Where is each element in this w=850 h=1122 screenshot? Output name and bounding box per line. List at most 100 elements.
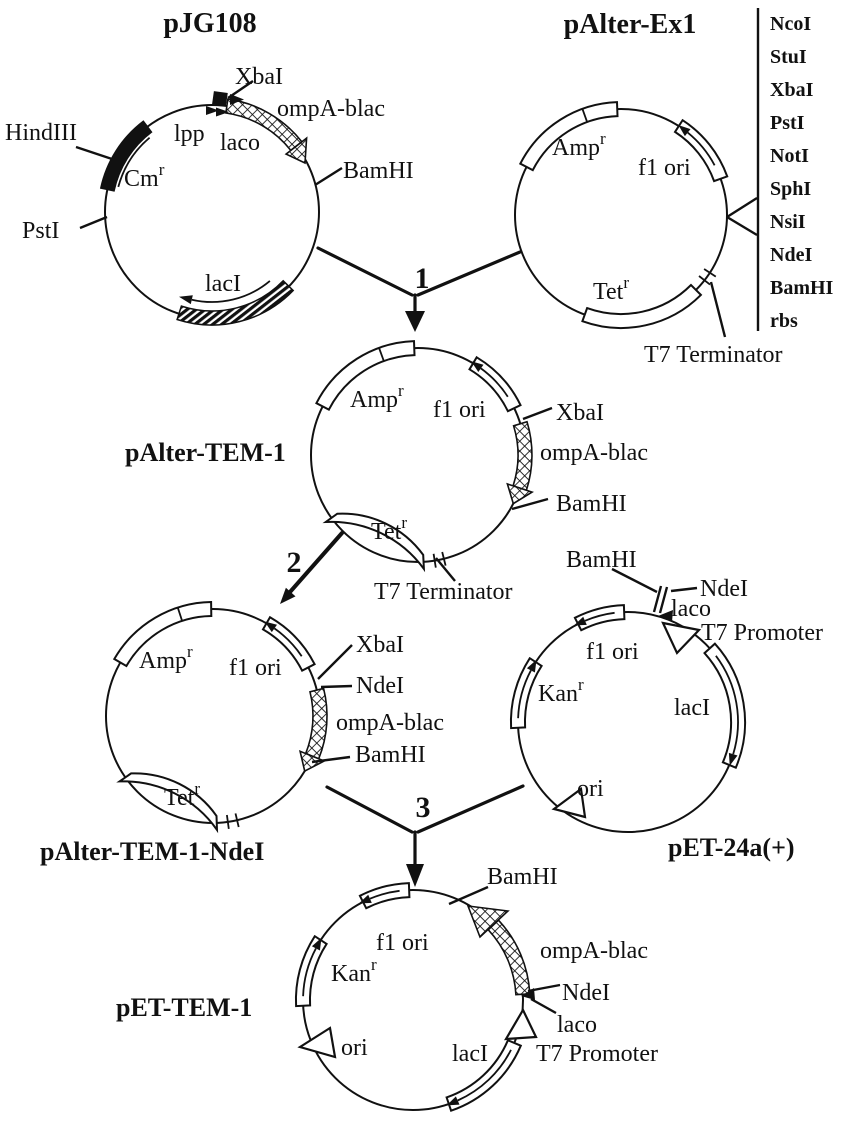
- pet-tem1-laco-label: laco: [557, 1012, 597, 1038]
- pet24a-bamhi-label: BamHI: [566, 547, 637, 573]
- pjg108-psti-label: PstI: [22, 218, 59, 244]
- pjg108-laci-label: lacI: [205, 271, 241, 297]
- step-3-arrow: 3: [325, 784, 525, 887]
- pet-tem1-title: pET-TEM-1: [116, 993, 252, 1022]
- palter-tem1-title: pAlter-TEM-1: [125, 438, 286, 467]
- pjg108-laci-direction-arc: [191, 280, 271, 303]
- pet24a-kanr-arrowhead: [526, 659, 537, 673]
- palter-tem1-t7-terminator-ticks: [432, 551, 447, 568]
- plasmid-palter-ex1: pAlter-Ex1 Ampr f1 ori Tetr T7 Terminato…: [514, 8, 834, 368]
- pet-tem1-laci-direction-arc: [457, 1049, 512, 1102]
- plasmid-palter-tem1: pAlter-TEM-1 Ampr f1 ori XbaI ompA-blac …: [125, 340, 648, 605]
- palter-ex1-title: pAlter-Ex1: [564, 9, 697, 40]
- palter-tem1-ompa-blac-arrowhead: [506, 482, 534, 505]
- pet-tem1-ompa-blac-arrowhead: [466, 905, 510, 939]
- mcs-site-rbs: rbs: [770, 310, 798, 332]
- plasmid-palter-tem1-ndei: pAlter-TEM-1-NdeI Ampr f1 ori XbaI NdeI …: [40, 600, 444, 866]
- pjg108-laco-label: laco: [220, 130, 260, 156]
- pet24a-laci-gene-band: [703, 642, 747, 770]
- mcs-site-stui: StuI: [770, 46, 807, 68]
- pjg108-laco-operator-mark: [230, 94, 244, 105]
- palter-ex1-f1ori-direction-arc: [687, 131, 716, 166]
- pet-tem1-laco-pointer: [530, 997, 557, 1015]
- pjg108-laci-gene-band: [176, 279, 295, 326]
- pet24a-ndei-label: NdeI: [700, 576, 748, 602]
- palter-tem1-ndei-bamhi-pointer: [311, 755, 351, 764]
- pet-tem1-kanr-label: Kanr: [331, 955, 377, 987]
- plasmid-pet24a: pET-24a(+) BamHI NdeI laco T7 Promoter f…: [509, 547, 823, 862]
- step-1-number: 1: [415, 262, 430, 295]
- palter-tem1-ndei-ampr-label: Ampr: [139, 642, 193, 674]
- palter-ex1-f1ori-band: [673, 118, 729, 183]
- pet-tem1-t7-promoter-label: T7 Promoter: [536, 1041, 658, 1067]
- pet24a-ori-label: ori: [577, 776, 604, 802]
- pet-tem1-f1ori-label: f1 ori: [376, 930, 429, 956]
- plasmid-pjg108: pJG108 HindIII PstI Cmr lpp laco XbaI om…: [5, 8, 414, 326]
- pjg108-ompa-blac-label: ompA-blac: [277, 96, 385, 122]
- pet-tem1-ori-label: ori: [341, 1035, 368, 1061]
- mcs-site-xbai: XbaI: [770, 79, 814, 101]
- palter-tem1-ndei-f1ori-band: [261, 615, 316, 672]
- palter-tem1-bamhi-pointer: [511, 497, 549, 511]
- pjg108-hindiii-label: HindIII: [5, 120, 77, 146]
- pet24a-f1ori-direction-arc: [584, 611, 615, 622]
- pet24a-laco-label: laco: [671, 596, 711, 622]
- pjg108-hindiii-pointer: [75, 145, 113, 161]
- mcs-site-ncoi: NcoI: [770, 13, 811, 35]
- pet24a-ori-triangle: [551, 787, 587, 819]
- pet24a-f1ori-arrowhead: [573, 616, 587, 626]
- palter-ex1-t7-terminator-label: T7 Terminator: [644, 342, 783, 368]
- pet24a-t7-promoter-label: T7 Promoter: [701, 620, 823, 646]
- step-2-arrow-line: [288, 531, 344, 594]
- pet-tem1-bamhi-pointer: [448, 885, 489, 906]
- pet-tem1-ndei-label: NdeI: [562, 980, 610, 1006]
- step-2-number: 2: [287, 546, 302, 579]
- palter-ex1-t7-terminator-ticks: [698, 268, 717, 286]
- pet-tem1-f1ori-band: [358, 882, 411, 910]
- pet-tem1-bamhi-label: BamHI: [487, 864, 558, 890]
- pet24a-laci-label: lacI: [674, 695, 710, 721]
- pjg108-psti-pointer: [79, 215, 108, 230]
- pet24a-kanr-gene-band: [509, 656, 543, 730]
- palter-tem1-ampr-band-break: [378, 347, 385, 362]
- pet24a-laco-operator-mark: [658, 610, 673, 622]
- palter-tem1-f1ori-band: [468, 355, 522, 413]
- palter-tem1-ndei-ndei-pointer: [320, 684, 353, 689]
- palter-ex1-ampr-gene-band: [518, 101, 619, 172]
- palter-tem1-ndei-tetr-label: Tetr: [164, 779, 200, 811]
- step-3-arrow-lines: [325, 784, 525, 868]
- palter-tem1-ndei-f1ori-direction-arc: [273, 627, 303, 657]
- palter-tem1-ndei-xbai-label: XbaI: [356, 632, 404, 658]
- palter-tem1-xbai-pointer: [522, 406, 553, 421]
- palter-tem1-ampr-label: Ampr: [350, 381, 404, 413]
- palter-tem1-ndei-f1ori-arrowhead: [264, 621, 277, 633]
- palter-tem1-t7-terminator-label: T7 Terminator: [374, 579, 513, 605]
- palter-tem1-tetr-gene-band: [322, 512, 426, 573]
- palter-ex1-tetr-gene-band: [581, 283, 703, 329]
- pet-tem1-kanr-direction-arc: [302, 947, 317, 997]
- pet-tem1-laci-arrowhead: [446, 1096, 460, 1106]
- mcs-site-psti: PstI: [770, 112, 805, 134]
- step-1-arrowhead: [405, 311, 425, 332]
- palter-tem1-ndei-bamhi-label: BamHI: [355, 742, 426, 768]
- palter-tem1-f1ori-label: f1 ori: [433, 397, 486, 423]
- palter-tem1-ndei-t7-terminator-ticks: [226, 813, 240, 830]
- pet-tem1-laci-gene-band: [445, 1038, 523, 1112]
- plasmid-pet-tem1: pET-TEM-1 BamHI f1 ori Kanr ompA-blac Nd…: [116, 864, 658, 1112]
- palter-tem1-ndei-ompa-blac-gene-band: [304, 687, 328, 760]
- palter-tem1-ndei-xbai-pointer: [317, 644, 353, 680]
- palter-tem1-ompa-blac-label: ompA-blac: [540, 440, 648, 466]
- step-2-arrowhead: [280, 587, 296, 604]
- pet-tem1-t7-promoter-triangle: [504, 1007, 538, 1041]
- palter-ex1-ampr-band-break: [581, 108, 588, 123]
- pet24a-title: pET-24a(+): [668, 833, 795, 862]
- pet24a-kanr-label: Kanr: [538, 675, 584, 707]
- pet24a-f1ori-band: [573, 604, 626, 632]
- pet-tem1-laci-label: lacI: [452, 1041, 488, 1067]
- palter-ex1-ampr-label: Ampr: [552, 129, 606, 161]
- pjg108-cmr-inner-line: [117, 137, 151, 188]
- pjg108-lpp-promoter-arrow-2: [216, 107, 229, 117]
- step-3-number: 3: [416, 791, 431, 824]
